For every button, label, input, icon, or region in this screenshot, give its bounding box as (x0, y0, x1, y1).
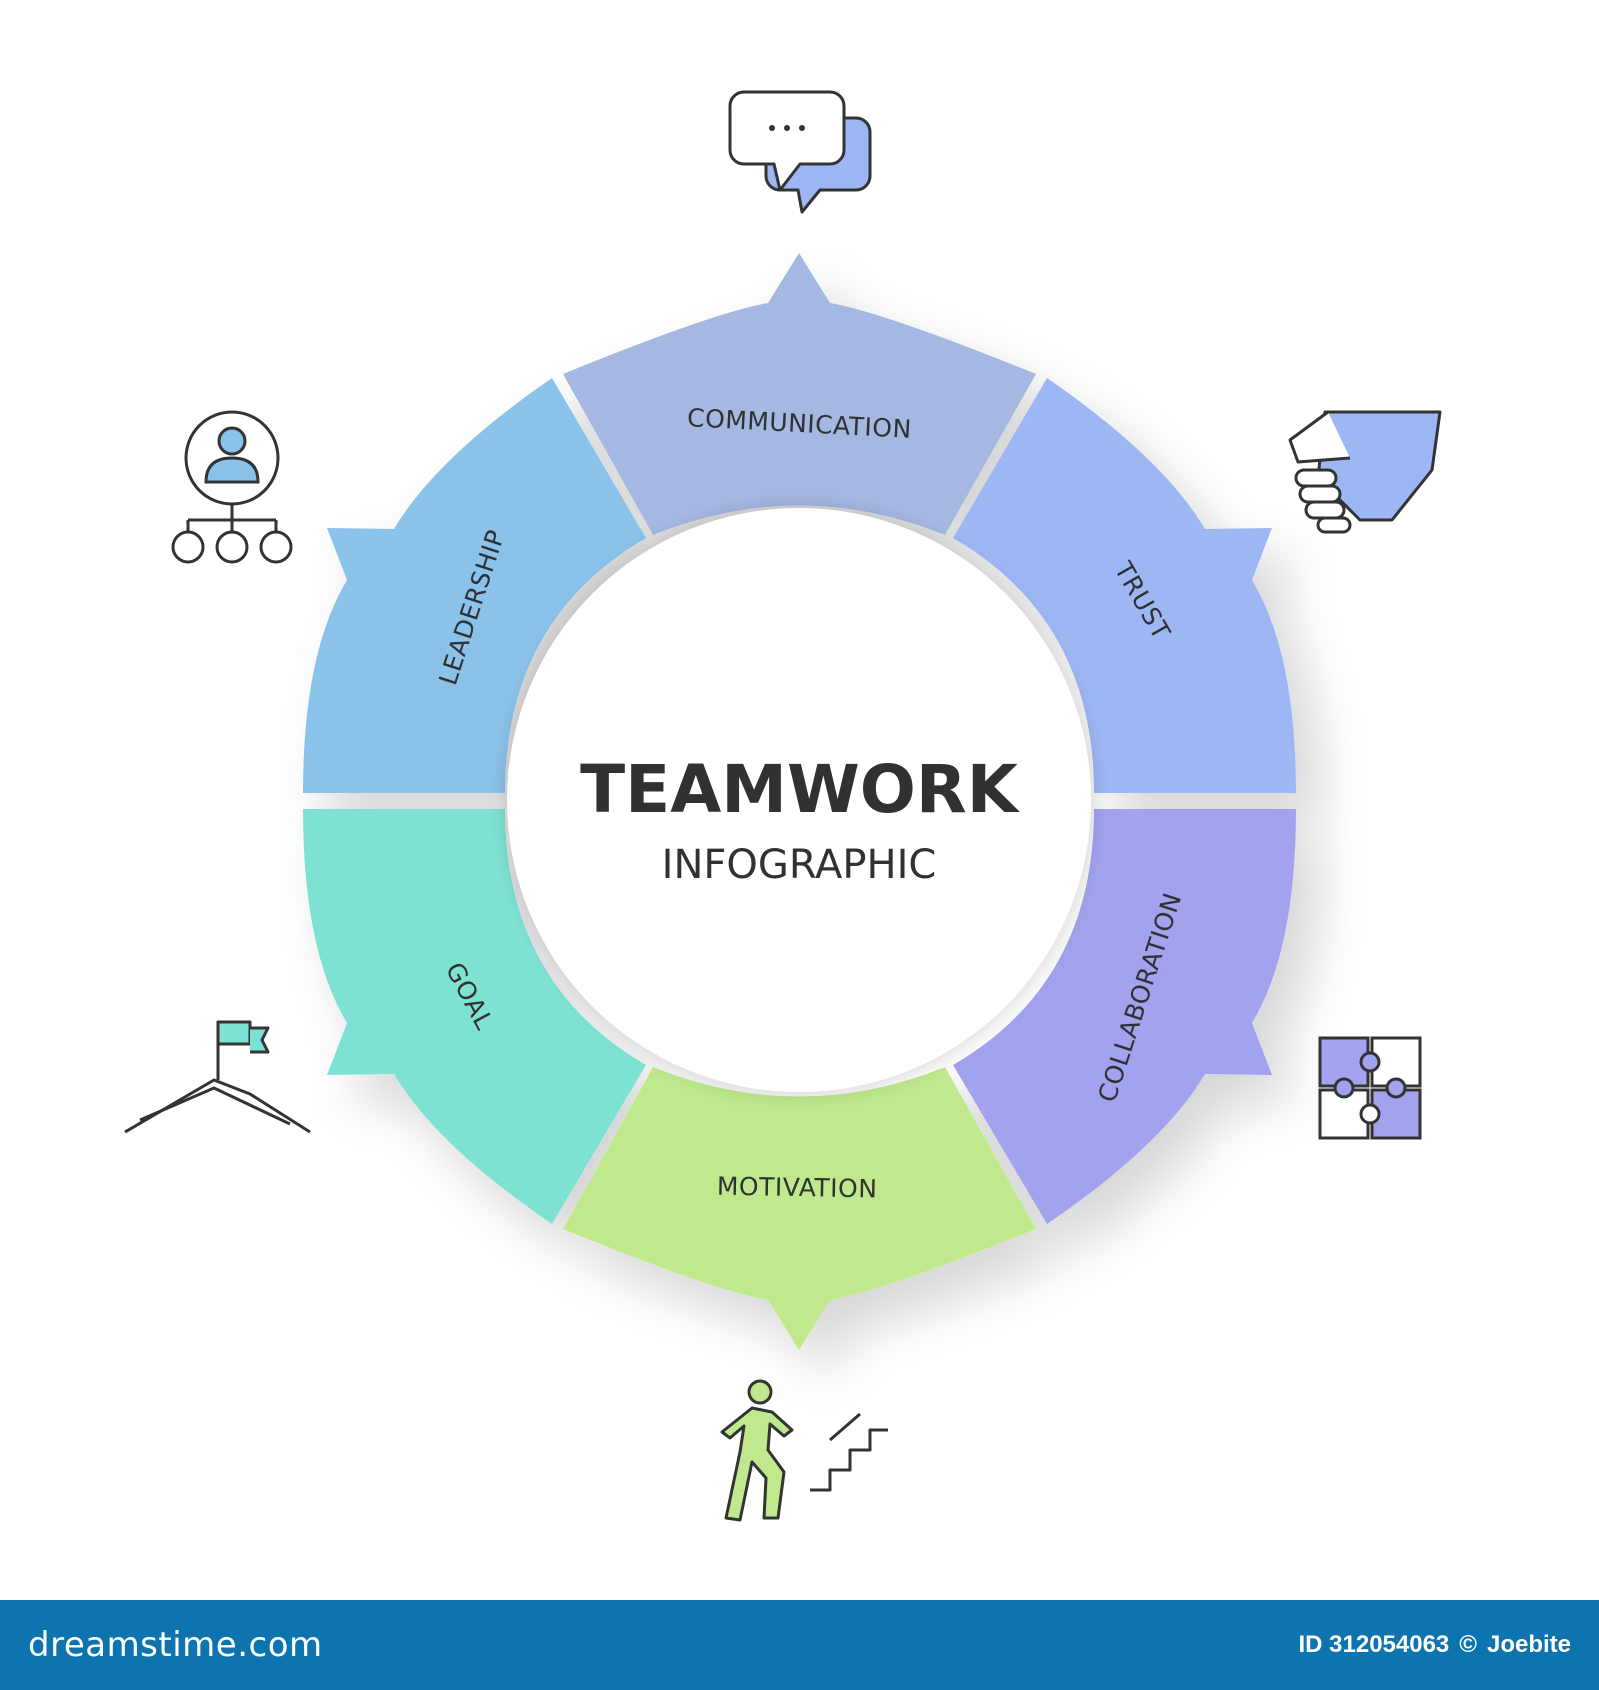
speech-bubbles-icon (728, 90, 872, 214)
segment-motivation (563, 1067, 1036, 1350)
segment-ring (303, 253, 1296, 1350)
handshake-icon (1288, 410, 1442, 534)
segment-goal (303, 809, 646, 1224)
puzzle-pieces-icon (1318, 1036, 1422, 1140)
climbing-stairs-person-icon (720, 1379, 888, 1522)
mountain-flag-icon (124, 1020, 311, 1134)
label-motivation: MOTIVATION (717, 1172, 878, 1204)
copyright-symbol: © (1459, 1631, 1477, 1658)
center-circle (507, 508, 1091, 1092)
footer-brand[interactable]: dreamstime.com (28, 1625, 323, 1665)
teamwork-infographic: COMMUNICATION TRUST COLLABORATION MOTIVA… (124, 90, 1442, 1522)
segment-leadership (303, 378, 646, 793)
center-subtitle: INFOGRAPHIC (662, 842, 937, 888)
infographic-canvas: COMMUNICATION TRUST COLLABORATION MOTIVA… (124, 90, 1442, 1522)
segment-communication (563, 253, 1036, 535)
image-id-text: ID 312054063 (1298, 1631, 1450, 1658)
center-title: TEAMWORK (580, 751, 1021, 828)
footer-bar: dreamstime.com ID 312054063 © Joebite (0, 1600, 1599, 1690)
author-name[interactable]: Joebite (1486, 1631, 1571, 1658)
leader-hierarchy-icon (171, 410, 293, 564)
footer-credit: ID 312054063 © Joebite (1298, 1631, 1571, 1659)
segment-trust (953, 378, 1296, 793)
segment-collaboration (953, 809, 1296, 1224)
